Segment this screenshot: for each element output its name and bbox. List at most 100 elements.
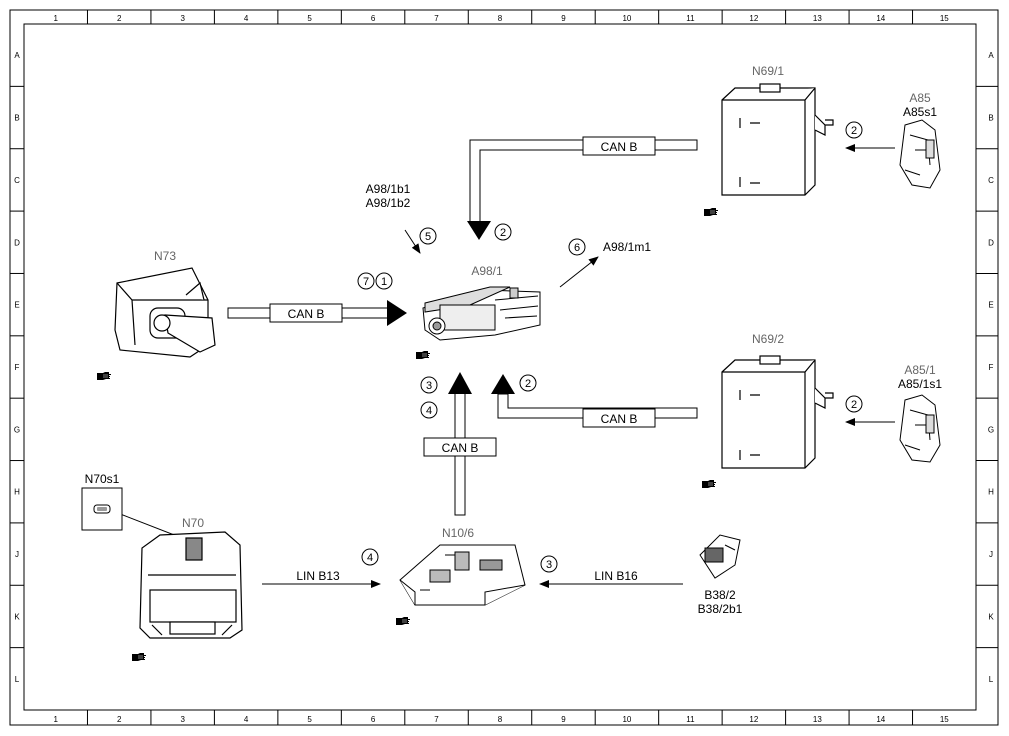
column-label-bottom: 4: [244, 715, 249, 724]
can-bus-n73: CAN B: [227, 300, 407, 326]
a85-1-door-lock: [899, 394, 941, 463]
column-label-bottom: 2: [117, 715, 122, 724]
can-label-n69-1: CAN B: [601, 140, 638, 154]
lin-b16-label: LIN B16: [594, 569, 638, 583]
row-label-left: L: [15, 675, 20, 684]
row-label-left: H: [14, 488, 20, 497]
n70-overhead-panel: [139, 531, 243, 639]
label-n10-6: N10/6: [442, 526, 474, 540]
column-label-top: 11: [686, 14, 695, 23]
column-label-bottom: 5: [307, 715, 312, 724]
svg-text:1: 1: [381, 276, 387, 288]
row-label-left: D: [14, 238, 20, 247]
label-a85-1: A85/1: [904, 363, 936, 377]
svg-text:6: 6: [574, 242, 580, 254]
label-n69-1: N69/1: [752, 64, 784, 78]
label-a98-1: A98/1: [471, 264, 503, 278]
row-label-left: E: [14, 301, 19, 310]
label-n70s1: N70s1: [85, 472, 120, 486]
row-label-right: B: [988, 114, 993, 123]
label-n69-2: N69/2: [752, 332, 784, 346]
column-label-bottom: 8: [498, 715, 503, 724]
column-label-bottom: 12: [749, 715, 758, 724]
drawing-frame: 1122334455667788991010111112121313141415…: [9, 9, 999, 726]
row-label-right: L: [989, 675, 994, 684]
column-label-top: 1: [54, 14, 59, 23]
column-label-top: 5: [307, 14, 312, 23]
label-n73: N73: [154, 249, 176, 263]
svg-text:4: 4: [367, 552, 373, 564]
row-label-left: F: [15, 363, 20, 372]
label-a85-1s1: A85/1s1: [898, 377, 942, 391]
label-n70: N70: [182, 516, 204, 530]
column-label-top: 3: [180, 14, 185, 23]
row-label-right: F: [989, 363, 994, 372]
n69-2-module: [721, 355, 834, 469]
can-label-n73: CAN B: [288, 307, 325, 321]
can-label-n69-2: CAN B: [601, 412, 638, 426]
arrow-sensor-to-module: [404, 229, 421, 254]
row-label-left: A: [14, 51, 20, 60]
row-label-right: C: [988, 176, 994, 185]
column-label-bottom: 6: [371, 715, 376, 724]
column-label-bottom: 7: [434, 715, 439, 724]
step-markers: 7 1 5 6 2 2 2 2 3 4 4 3: [357, 121, 863, 573]
column-label-top: 9: [561, 14, 566, 23]
column-label-bottom: 11: [686, 715, 695, 724]
column-label-top: 14: [876, 14, 885, 23]
column-label-bottom: 10: [622, 715, 631, 724]
n70s1-switch: [81, 487, 123, 531]
component-labels: N73 A98/1 A98/1b1 A98/1b2 A98/1m1 N69/1 …: [85, 64, 943, 616]
row-label-left: B: [14, 114, 19, 123]
n69-1-module: [721, 83, 834, 196]
column-label-bottom: 3: [180, 715, 185, 724]
svg-text:4: 4: [426, 405, 432, 417]
row-label-right: J: [989, 550, 993, 559]
svg-text:5: 5: [425, 231, 431, 243]
column-label-top: 13: [813, 14, 822, 23]
svg-text:2: 2: [500, 227, 506, 239]
label-a98-1b2: A98/1b2: [366, 196, 411, 210]
svg-text:2: 2: [525, 378, 531, 390]
column-label-top: 8: [498, 14, 503, 23]
arrow-to-motor: [559, 256, 599, 288]
n10-6-module: [399, 544, 526, 606]
row-label-right: A: [988, 51, 994, 60]
svg-text:7: 7: [363, 276, 369, 288]
column-label-bottom: 1: [54, 715, 59, 724]
label-a98-1b1: A98/1b1: [366, 182, 411, 196]
svg-text:2: 2: [851, 125, 857, 137]
row-label-right: H: [988, 488, 994, 497]
row-label-left: J: [15, 550, 19, 559]
row-label-right: G: [988, 425, 994, 434]
label-a85: A85: [909, 91, 931, 105]
column-label-top: 12: [749, 14, 758, 23]
column-label-bottom: 14: [876, 715, 885, 724]
row-label-left: K: [14, 612, 20, 621]
row-label-right: K: [988, 612, 994, 621]
svg-text:3: 3: [426, 380, 432, 392]
b38-2-sensor: [699, 534, 741, 579]
row-label-left: C: [14, 176, 20, 185]
a85-door-lock: [899, 119, 941, 189]
n73-ignition-switch: [114, 267, 216, 358]
column-label-top: 10: [622, 14, 631, 23]
a98-1-module: [422, 286, 541, 341]
row-label-right: D: [988, 238, 994, 247]
column-label-bottom: 9: [561, 715, 566, 724]
row-label-right: E: [988, 301, 993, 310]
can-label-n10-6: CAN B: [442, 441, 479, 455]
svg-text:2: 2: [851, 399, 857, 411]
column-label-top: 4: [244, 14, 249, 23]
can-bus-n69-2: CAN B: [491, 374, 698, 428]
column-label-top: 7: [434, 14, 439, 23]
svg-text:3: 3: [546, 559, 552, 571]
label-a98-1m1: A98/1m1: [603, 240, 651, 254]
row-label-left: G: [14, 425, 20, 434]
column-label-top: 15: [940, 14, 949, 23]
column-label-bottom: 13: [813, 715, 822, 724]
can-bus-n10-6: CAN B: [423, 372, 497, 516]
column-label-top: 2: [117, 14, 122, 23]
column-label-bottom: 15: [940, 715, 949, 724]
